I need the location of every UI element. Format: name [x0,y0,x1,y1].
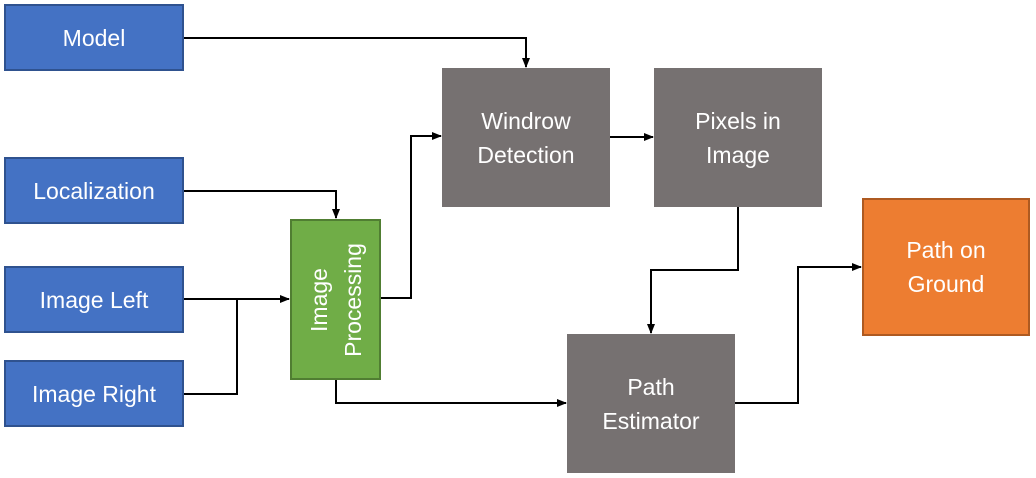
edge-localization-to-image-processing [184,190,340,219]
node-label: Path on Ground [906,237,986,297]
node-label: Windrow Detection [477,107,575,168]
node-path-on-ground[interactable]: Path on Ground [862,198,1030,336]
node-label: Pixels in Image [695,107,781,168]
edge-image-processing-to-windrow-detection [381,132,442,299]
edge-pixels-in-image-to-path-estimator [647,207,739,334]
node-path-estimator[interactable]: Path Estimator [567,334,735,473]
node-localization[interactable]: Localization [4,157,184,224]
node-label: Image Right [31,380,156,407]
node-label: Localization [33,177,155,204]
node-label: Image Processing [305,242,366,357]
node-model[interactable]: Model [4,4,184,71]
edge-image-right-to-image-processing [184,299,238,395]
edge-image-processing-to-path-estimator [335,380,567,407]
node-label: Model [62,24,126,51]
edge-model-to-windrow-detection [184,37,530,68]
node-image-left[interactable]: Image Left [4,266,184,333]
node-pixels-in-image[interactable]: Pixels in Image [654,68,822,207]
node-image-right[interactable]: Image Right [4,360,184,427]
node-label: Path Estimator [602,373,700,434]
node-image-processing[interactable]: Image Processing [290,219,381,380]
edge-path-estimator-to-path-on-ground [735,263,862,404]
node-windrow-detection[interactable]: Windrow Detection [442,68,610,207]
node-label: Image Left [39,286,149,313]
